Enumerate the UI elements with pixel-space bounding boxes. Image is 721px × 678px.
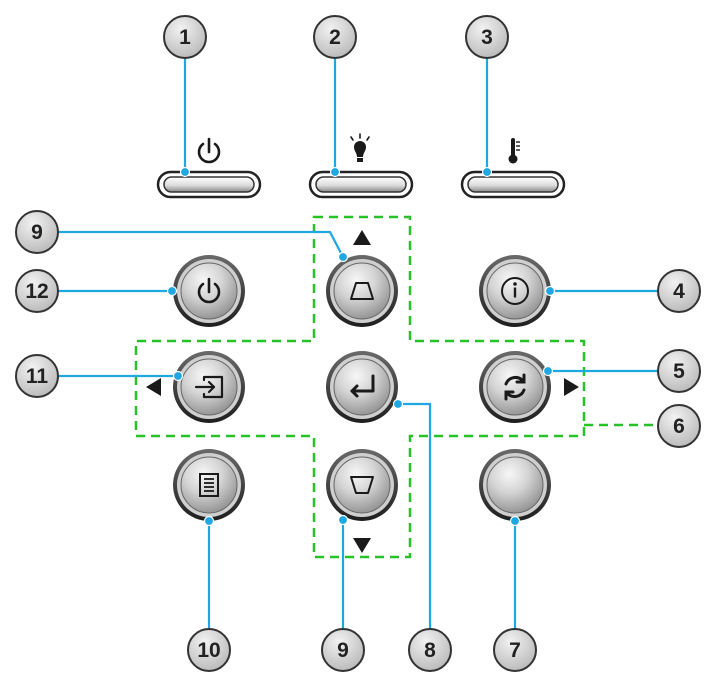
menu-icon [199, 473, 219, 497]
leader-dots [166, 166, 556, 527]
enter-button[interactable] [326, 351, 398, 423]
arrow-right-icon [564, 378, 579, 396]
temperature-icon [508, 138, 520, 164]
svg-text:10: 10 [197, 639, 220, 662]
indicator-temperature [460, 170, 566, 199]
info-icon [501, 277, 529, 305]
callout-5: 5 [657, 349, 701, 393]
callout-4: 4 [657, 269, 701, 313]
keystone-down-icon [350, 476, 374, 494]
callout-10: 10 [187, 628, 231, 672]
callout-12: 12 [15, 269, 59, 313]
callout-8: 8 [408, 628, 452, 672]
callout-9-top: 9 [15, 210, 59, 254]
dpad-outline [134, 215, 586, 559]
svg-text:5: 5 [673, 360, 685, 383]
svg-text:8: 8 [424, 639, 436, 662]
indicator-lamp [308, 170, 414, 199]
enter-icon [350, 374, 375, 398]
svg-text:2: 2 [329, 26, 341, 49]
svg-text:4: 4 [673, 280, 685, 303]
source-icon [194, 375, 224, 399]
callout-9-bottom: 9 [321, 628, 365, 672]
callout-11: 11 [15, 354, 59, 398]
svg-text:12: 12 [25, 280, 48, 303]
arrow-left-icon [146, 378, 161, 396]
info-button[interactable] [479, 255, 551, 327]
resync-icon [504, 373, 526, 401]
keystone-down-button[interactable] [326, 449, 398, 521]
arrow-down-icon [353, 538, 371, 553]
menu-button[interactable] [173, 449, 245, 521]
callout-1: 1 [163, 15, 207, 59]
callout-3: 3 [465, 15, 509, 59]
lamp-icon [350, 133, 370, 162]
svg-text:3: 3 [481, 26, 493, 49]
power-icon [197, 277, 221, 304]
svg-text:7: 7 [509, 639, 521, 662]
callout-6: 6 [657, 404, 701, 448]
keystone-up-icon [350, 282, 374, 300]
callout-7: 7 [493, 628, 537, 672]
svg-text:1: 1 [179, 26, 191, 49]
svg-text:9: 9 [337, 639, 349, 662]
leader-lines [58, 54, 660, 630]
power-button[interactable] [173, 255, 245, 327]
arrow-up-icon [353, 230, 371, 245]
blank-button[interactable] [479, 449, 551, 521]
source-button[interactable] [173, 351, 245, 423]
callout-2: 2 [313, 15, 357, 59]
resync-button[interactable] [479, 351, 551, 423]
keystone-up-button[interactable] [326, 255, 398, 327]
svg-text:11: 11 [26, 365, 49, 388]
svg-text:9: 9 [31, 221, 43, 244]
power-icon [197, 137, 221, 164]
svg-text:6: 6 [673, 415, 685, 438]
indicator-power [156, 170, 262, 199]
